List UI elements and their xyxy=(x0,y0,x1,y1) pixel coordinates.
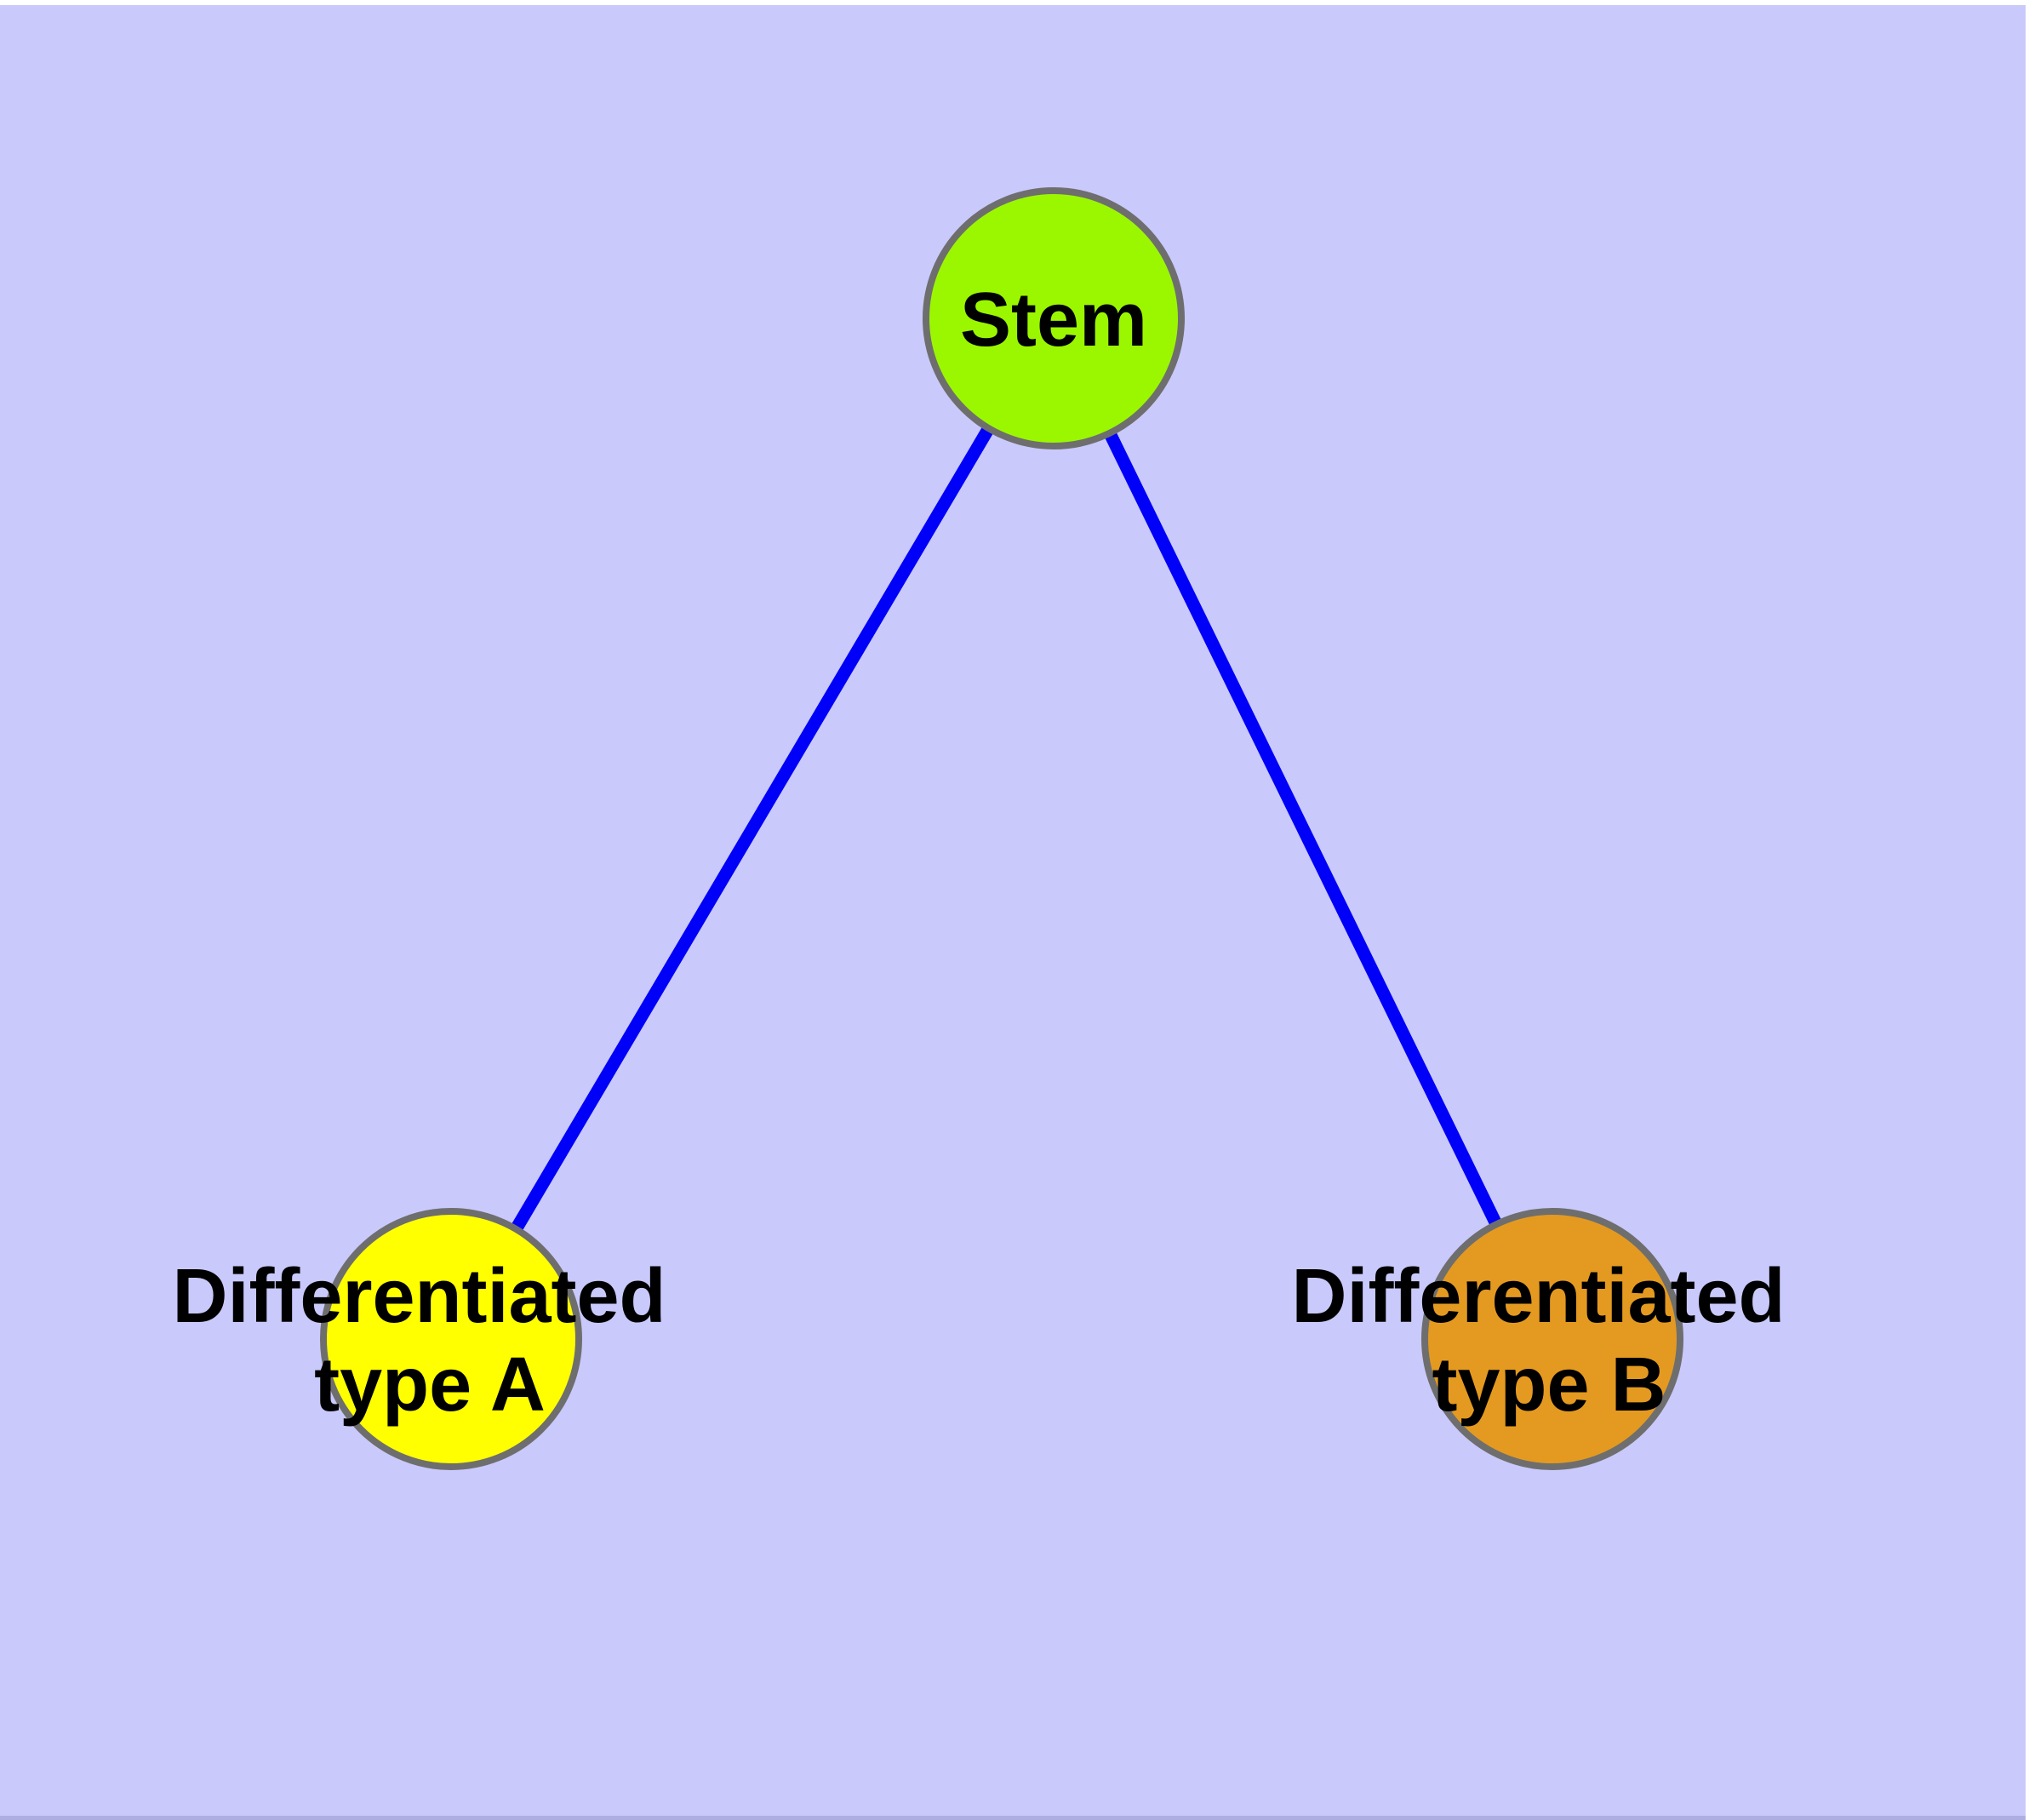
node-type-a xyxy=(320,1208,582,1470)
bottom-edge-line xyxy=(0,1816,2026,1820)
node-type-b-label: Differentiated type B xyxy=(1291,1254,1806,1428)
node-type-b-label-line2: type B xyxy=(1432,1342,1666,1428)
node-type-b xyxy=(1421,1208,1683,1470)
node-stem xyxy=(923,187,1185,449)
node-type-a-label-line2: type A xyxy=(314,1342,546,1428)
edge-stem-to-type-a xyxy=(445,315,1060,1342)
node-type-a-label-line1: Differentiated xyxy=(172,1254,666,1339)
node-stem-label: Stem xyxy=(960,278,1147,363)
edge-stem-to-type-b xyxy=(1048,315,1558,1342)
node-type-b-label-line1: Differentiated xyxy=(1291,1254,1785,1339)
node-type-a-label: Differentiated type A xyxy=(172,1254,687,1428)
